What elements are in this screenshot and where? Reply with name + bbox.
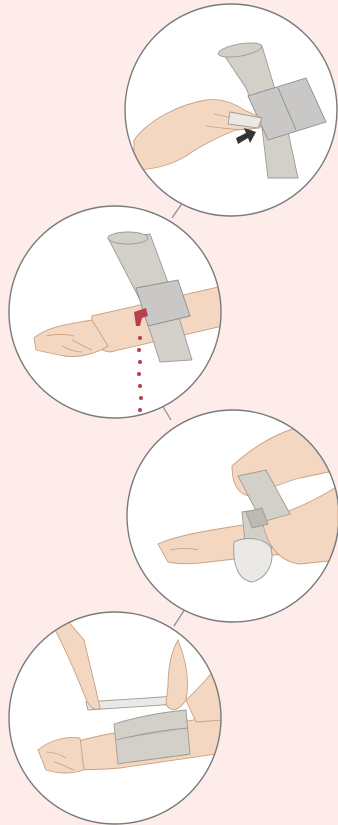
panel-step-4	[9, 612, 230, 824]
panel-step-3	[127, 410, 338, 622]
panel-step-1	[125, 4, 337, 216]
panel-step-2	[9, 206, 240, 418]
